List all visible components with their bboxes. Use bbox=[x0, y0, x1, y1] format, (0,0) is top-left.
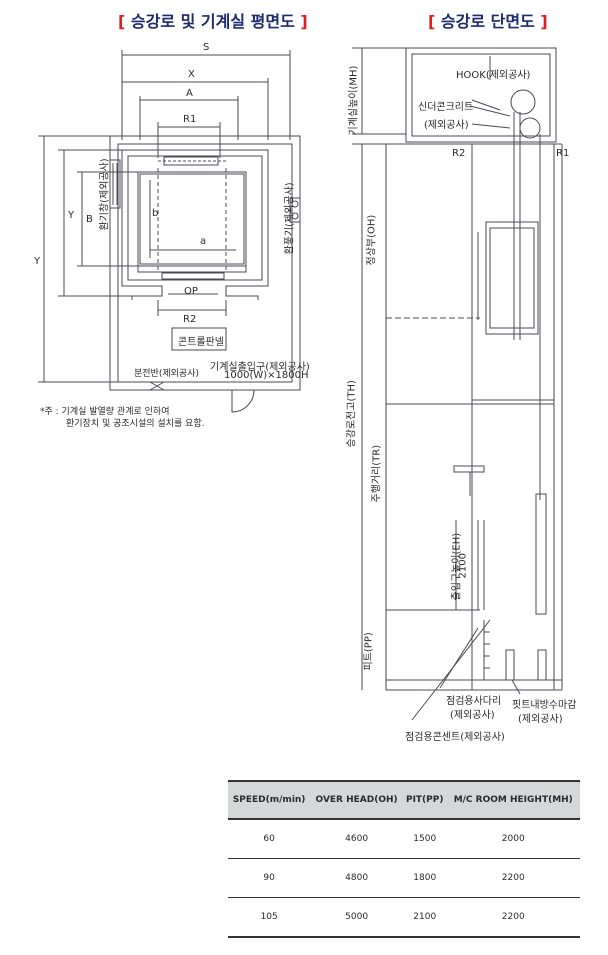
cell-speed: 90 bbox=[228, 858, 311, 898]
section-car bbox=[485, 221, 539, 335]
cell-mc-room: 2200 bbox=[446, 897, 580, 938]
entrance-size-label: 1000(W)×1800H bbox=[224, 370, 309, 381]
exhaust-fan bbox=[289, 197, 301, 223]
label-dim-a: A bbox=[186, 88, 193, 99]
cell-pit: 1500 bbox=[402, 819, 447, 859]
table-row: 105 5000 2100 2200 bbox=[228, 897, 580, 938]
machine-room-inner-wall bbox=[117, 143, 293, 383]
label-dim-b-upper: B bbox=[86, 214, 93, 225]
label-tr: 주행거리(TR) bbox=[371, 444, 383, 503]
header-overhead: OVER HEAD(OH) bbox=[310, 780, 403, 820]
label-ladder-sub: (제외공사) bbox=[450, 710, 495, 721]
cell-mc-room: 2000 bbox=[446, 819, 580, 859]
label-r1: R1 bbox=[556, 148, 570, 159]
cw-buffer bbox=[537, 649, 547, 681]
label-dim-s: S bbox=[203, 42, 210, 53]
label-outlet: 점검용콘센트(제외공사) bbox=[405, 732, 505, 743]
label-waterproof-sub: (제외공사) bbox=[518, 714, 563, 725]
car-outline bbox=[137, 171, 247, 267]
label-eh-value: 2100 bbox=[457, 553, 469, 579]
control-panel-box bbox=[171, 327, 227, 351]
header-mc-room: M/C ROOM HEIGHT(MH) bbox=[446, 780, 580, 820]
cell-overhead: 4600 bbox=[310, 819, 403, 859]
entrance-door-swing bbox=[231, 389, 255, 413]
label-fan: 환풍기(제외공사) bbox=[284, 182, 296, 255]
vent-window bbox=[109, 159, 121, 209]
label-th: 승강로전고(TH) bbox=[346, 380, 358, 448]
machine-room-outer-wall bbox=[109, 135, 301, 391]
control-panel-label: 콘트롤판넬 bbox=[178, 337, 224, 348]
table-row: 60 4600 1500 2000 bbox=[228, 819, 580, 859]
label-dim-r2: R2 bbox=[183, 314, 197, 325]
label-oh: 정상부(OH) bbox=[366, 214, 378, 266]
label-ladder: 점검용사다리 bbox=[446, 696, 502, 707]
label-dim-a-small: a bbox=[200, 236, 207, 247]
label-waterproof: 핏트내방수마감 bbox=[512, 700, 577, 711]
cell-mc-room: 2200 bbox=[446, 858, 580, 898]
section-title: [ 승강로 단면도 ] bbox=[428, 12, 548, 31]
spec-table: SPEED(m/min) OVER HEAD(OH) PIT(PP) M/C R… bbox=[228, 780, 580, 938]
plan-title: [ 승강로 및 기계실 평면도 ] bbox=[118, 12, 308, 31]
label-dim-y-outer: Y bbox=[34, 256, 41, 267]
label-cinder-sub: (제외공사) bbox=[424, 120, 469, 131]
note-line-1: *주 : 기계실 발열량 관계로 인하여 bbox=[40, 407, 170, 417]
counterweight bbox=[535, 493, 547, 615]
label-cinder: 신더콘크리트 bbox=[418, 102, 474, 113]
traction-sheave bbox=[510, 89, 536, 115]
label-pp: 피트(PP) bbox=[363, 632, 375, 671]
section-machine-room bbox=[405, 47, 557, 143]
hoistway-inner bbox=[127, 155, 263, 281]
label-vent: 환기창(제외공사) bbox=[99, 158, 111, 231]
deflector-sheave bbox=[519, 117, 541, 139]
cell-speed: 105 bbox=[228, 897, 311, 938]
header-speed: SPEED(m/min) bbox=[228, 780, 311, 820]
floor-door-header bbox=[453, 465, 485, 473]
door-sill bbox=[161, 272, 225, 280]
car-buffer bbox=[505, 649, 515, 681]
cell-pit: 2100 bbox=[402, 897, 447, 938]
label-dim-b: b bbox=[152, 208, 159, 219]
distribution-panel-label: 분전반(제외공사) bbox=[134, 369, 199, 379]
table-header-row: SPEED(m/min) OVER HEAD(OH) PIT(PP) M/C R… bbox=[228, 780, 580, 820]
header-pit: PIT(PP) bbox=[402, 780, 447, 820]
label-r2: R2 bbox=[452, 148, 466, 159]
cell-speed: 60 bbox=[228, 819, 311, 859]
table-row: 90 4800 1800 2200 bbox=[228, 858, 580, 898]
label-dim-op: OP bbox=[184, 286, 198, 297]
label-dim-r1: R1 bbox=[183, 114, 197, 125]
cell-overhead: 4800 bbox=[310, 858, 403, 898]
note-line-2: 환기장치 및 공조시설의 설치를 요함. bbox=[66, 419, 205, 429]
cell-overhead: 5000 bbox=[310, 897, 403, 938]
entrance-label: 기계실출입구(제외공사) bbox=[210, 362, 310, 373]
cell-pit: 1800 bbox=[402, 858, 447, 898]
label-dim-x: X bbox=[188, 69, 195, 80]
label-hook: HOOK(제외공사) bbox=[456, 70, 531, 81]
label-mh: 기계실높이(MH) bbox=[348, 65, 360, 136]
label-dim-y-inner: Y bbox=[68, 210, 75, 221]
